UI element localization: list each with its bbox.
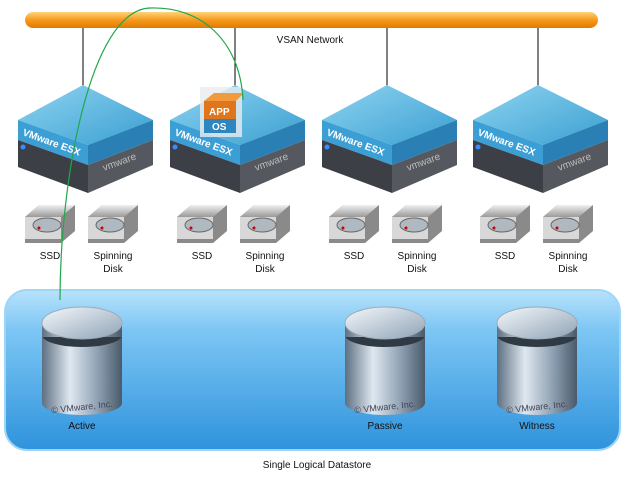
head bbox=[37, 226, 41, 230]
host-side-dark bbox=[240, 140, 305, 193]
cylinder-top bbox=[41, 306, 123, 340]
disk-top bbox=[392, 205, 442, 217]
hard-disk-icon bbox=[392, 205, 442, 243]
ssd-label: SSD bbox=[494, 251, 516, 262]
component-label: Active bbox=[68, 421, 96, 432]
head bbox=[404, 226, 408, 230]
vm-object-link bbox=[59, 7, 244, 301]
vm-app-layer bbox=[204, 101, 236, 119]
disk-top bbox=[25, 205, 75, 217]
host-top bbox=[473, 85, 608, 145]
component-label: Witness bbox=[519, 421, 555, 432]
host-side-blue bbox=[88, 120, 153, 165]
vm-top bbox=[204, 93, 244, 101]
platter bbox=[550, 217, 580, 233]
cylinder-bottom bbox=[345, 369, 425, 393]
spinning-disk-label: Spinning Disk bbox=[245, 251, 285, 275]
host-side-blue bbox=[543, 120, 608, 165]
vm-os-layer bbox=[204, 119, 236, 133]
host-top bbox=[18, 85, 153, 145]
platter bbox=[184, 217, 214, 233]
storage-cylinder-icon bbox=[344, 306, 426, 415]
vsan-network-bar bbox=[25, 12, 598, 28]
cylinder-bottom bbox=[42, 347, 122, 371]
disk-top bbox=[543, 205, 593, 217]
hard-disk-icon bbox=[25, 205, 75, 243]
platter bbox=[399, 217, 429, 233]
head bbox=[100, 226, 104, 230]
cylinder-bottom bbox=[345, 347, 425, 371]
ssd-label: SSD bbox=[191, 251, 213, 262]
vm-app-label: APP bbox=[209, 107, 230, 118]
storage-cylinder-icon bbox=[41, 306, 123, 415]
disk-top bbox=[88, 205, 138, 217]
storage-cylinder-icon bbox=[496, 306, 578, 415]
head bbox=[492, 226, 496, 230]
disk-top bbox=[177, 205, 227, 217]
vsan-network-label: VSAN Network bbox=[276, 35, 344, 46]
host-side-dark bbox=[543, 140, 608, 193]
host-side-blue bbox=[240, 120, 305, 165]
power-led-icon bbox=[475, 144, 481, 150]
host-side-dark bbox=[88, 140, 153, 193]
datastore-label: Single Logical Datastore bbox=[262, 460, 372, 471]
ssd-label: SSD bbox=[343, 251, 365, 262]
cylinder-bottom bbox=[42, 391, 122, 415]
head bbox=[555, 226, 559, 230]
ssd-label: SSD bbox=[39, 251, 61, 262]
platter bbox=[487, 217, 517, 233]
head bbox=[252, 226, 256, 230]
cylinder-bottom bbox=[497, 391, 577, 415]
hard-disk-icon bbox=[240, 205, 290, 243]
head bbox=[341, 226, 345, 230]
host-front-blue bbox=[473, 120, 543, 165]
cylinder-top bbox=[496, 306, 578, 340]
host-side-dark bbox=[392, 140, 457, 193]
disk-top bbox=[240, 205, 290, 217]
host-front-dark bbox=[170, 140, 240, 193]
head bbox=[189, 226, 193, 230]
spinning-disk-label: Spinning Disk bbox=[397, 251, 437, 275]
host-top bbox=[322, 85, 457, 145]
host-front-dark bbox=[473, 140, 543, 193]
disk-top bbox=[480, 205, 530, 217]
cylinder-bottom bbox=[497, 369, 577, 393]
disk-top bbox=[329, 205, 379, 217]
hard-disk-icon bbox=[88, 205, 138, 243]
cylinder-bottom bbox=[497, 347, 577, 371]
hard-disk-icon bbox=[177, 205, 227, 243]
host-front-blue bbox=[18, 120, 88, 165]
host-front-blue bbox=[170, 120, 240, 165]
power-led-icon bbox=[324, 144, 330, 150]
power-led-icon bbox=[172, 144, 178, 150]
spinning-disk-label: Spinning Disk bbox=[548, 251, 588, 275]
cylinder-bottom bbox=[345, 391, 425, 415]
platter bbox=[247, 217, 277, 233]
component-label: Passive bbox=[367, 421, 403, 432]
host-front-blue bbox=[322, 120, 392, 165]
vm-os-label: OS bbox=[212, 122, 227, 133]
platter bbox=[95, 217, 125, 233]
vm-cube: APP OS bbox=[200, 87, 244, 137]
cylinder-bottom bbox=[42, 369, 122, 393]
power-led-icon bbox=[20, 144, 26, 150]
platter bbox=[32, 217, 62, 233]
hard-disk-icon bbox=[543, 205, 593, 243]
hard-disk-icon bbox=[329, 205, 379, 243]
host-side-blue bbox=[392, 120, 457, 165]
host-front-dark bbox=[322, 140, 392, 193]
host-front-dark bbox=[18, 140, 88, 193]
cylinder-top bbox=[344, 306, 426, 340]
platter bbox=[336, 217, 366, 233]
hard-disk-icon bbox=[480, 205, 530, 243]
spinning-disk-label: Spinning Disk bbox=[93, 251, 133, 275]
datastore-panel bbox=[4, 289, 621, 451]
